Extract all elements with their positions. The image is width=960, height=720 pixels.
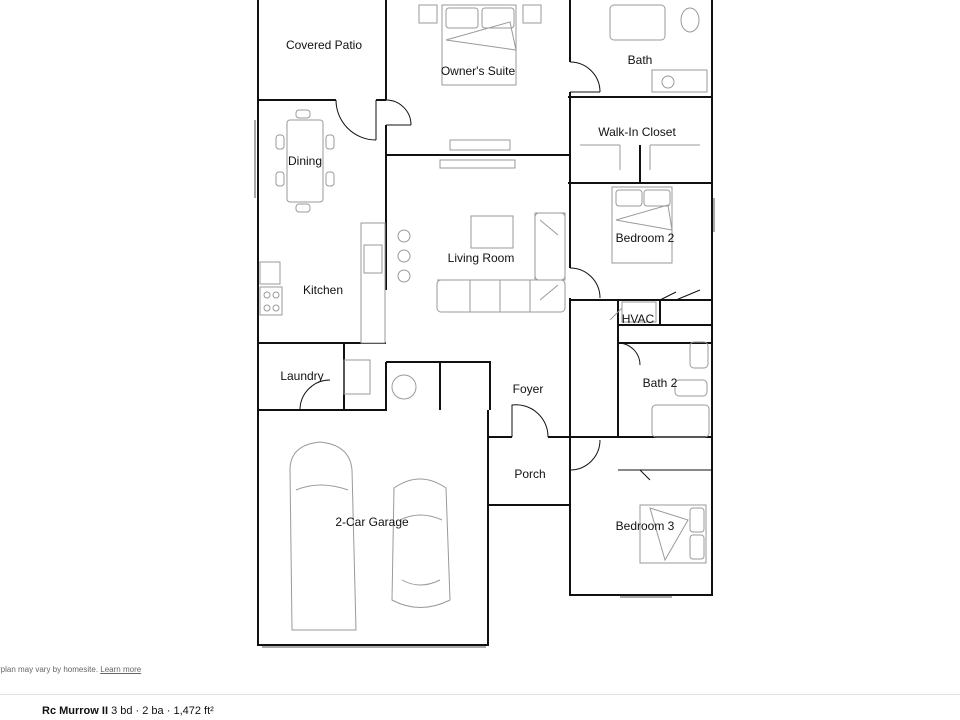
disclaimer-text: rplan may vary by homesite. [0, 665, 99, 674]
room-foyer: Foyer [513, 382, 544, 396]
room-hvac: HVAC [622, 312, 655, 326]
room-garage: 2-Car Garage [335, 515, 409, 529]
room-covered-patio: Covered Patio [286, 38, 362, 52]
doors [299, 61, 712, 481]
plan-specs: 3 bd · 2 ba · 1,472 ft² [111, 705, 214, 717]
room-labels: Covered Patio Owner's Suite Bath Walk-In… [280, 38, 677, 533]
room-owners-suite: Owner's Suite [441, 64, 516, 78]
floor-plan: Covered Patio Owner's Suite Bath Walk-In… [254, 0, 715, 648]
room-kitchen: Kitchen [303, 283, 343, 297]
divider [0, 694, 960, 695]
learn-more-link[interactable]: Learn more [100, 665, 142, 674]
room-laundry: Laundry [280, 369, 323, 383]
room-bath-2: Bath 2 [643, 376, 678, 390]
room-walk-in-closet: Walk-In Closet [598, 125, 676, 139]
room-bedroom-2: Bedroom 2 [616, 231, 675, 245]
room-dining: Dining [288, 154, 322, 168]
room-living-room: Living Room [448, 251, 515, 265]
furniture [254, 4, 715, 648]
disclaimer: rplan may vary by homesite. Learn more [0, 665, 141, 674]
room-bath: Bath [628, 53, 653, 67]
plan-name: Rc Murrow II [42, 705, 109, 717]
room-bedroom-3: Bedroom 3 [616, 519, 675, 533]
walls [257, 0, 713, 646]
plan-summary: Rc Murrow II 3 bd · 2 ba · 1,472 ft² [42, 705, 214, 717]
room-porch: Porch [514, 467, 545, 481]
